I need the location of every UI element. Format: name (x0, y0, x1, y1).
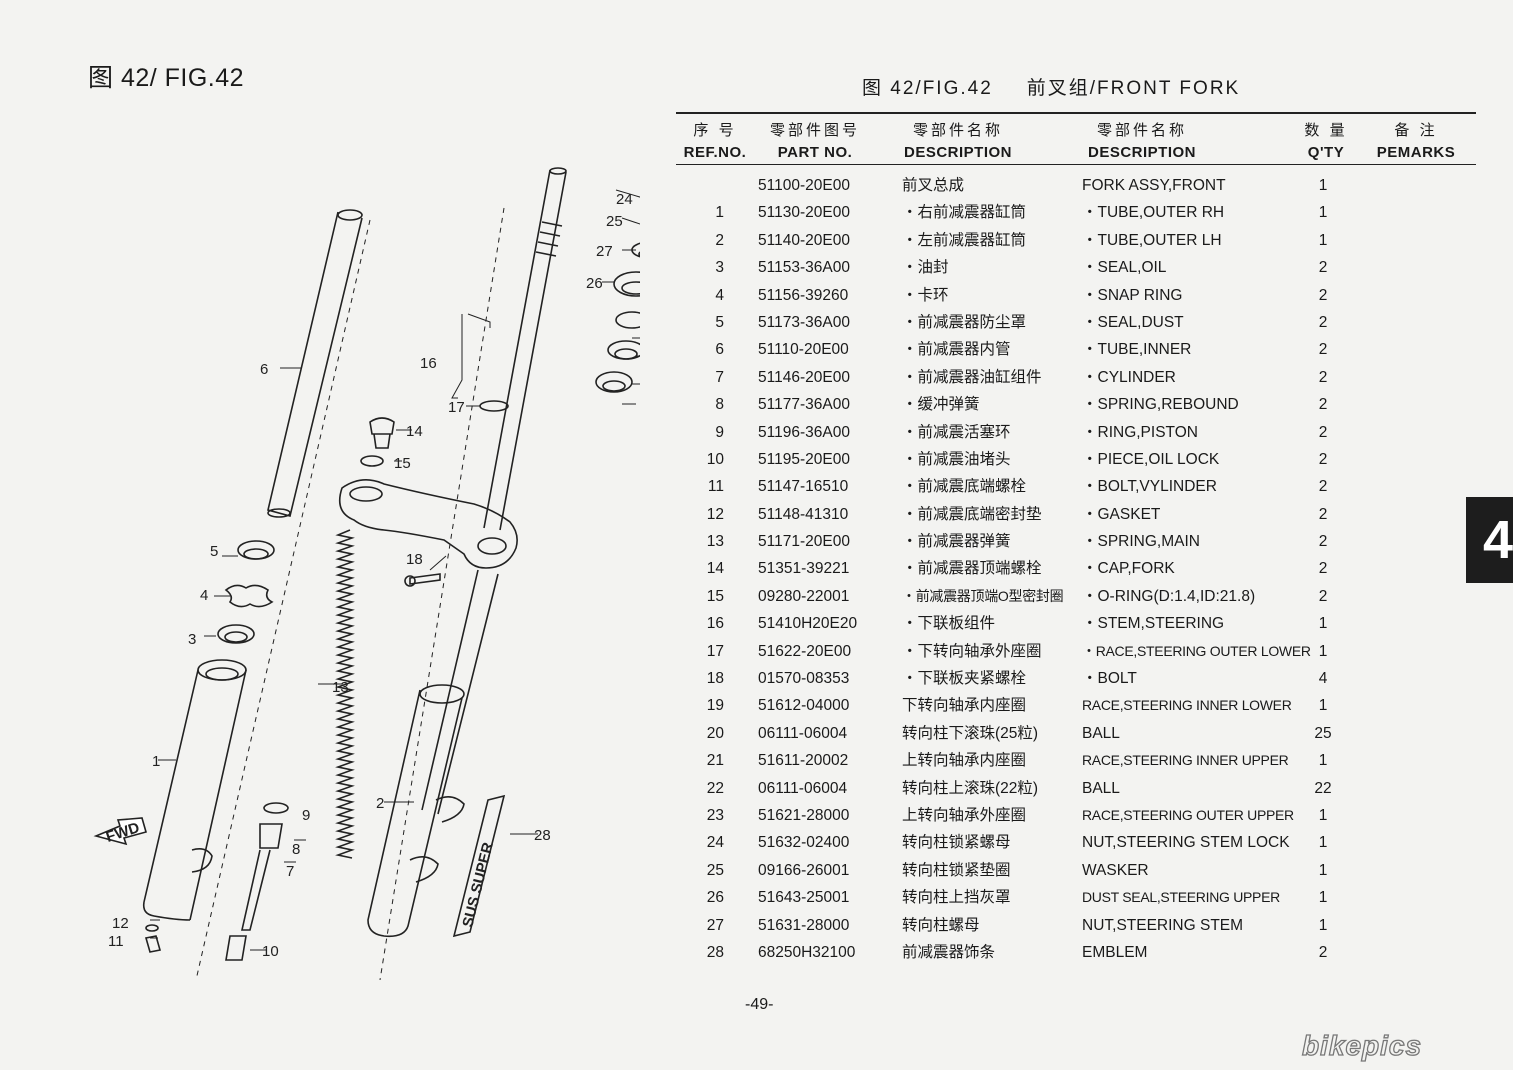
part-23-outer-race-upper (615, 311, 640, 329)
callout-27: 27 (596, 243, 613, 260)
part-10-oil-lock (225, 935, 247, 961)
part-13-main-spring (335, 529, 355, 859)
callout-7: 7 (286, 863, 294, 880)
section-tab: 4 (1466, 497, 1513, 583)
header-desc-zh: 零部件名称 DESCRIPTION (903, 122, 1012, 161)
callout-18: 18 (406, 551, 423, 568)
callout-17: 17 (448, 399, 465, 416)
part-14-fork-cap (369, 417, 395, 449)
part-4-snap-ring (224, 584, 274, 608)
part-5-dust-seal (237, 540, 275, 560)
part-8-rebound-spring (259, 823, 283, 849)
bikepics-logo-icon: bikepics (1301, 1029, 1422, 1061)
figure-label: 图 42/ FIG.42 (88, 64, 245, 92)
part-26-dust-seal-upper (613, 271, 640, 297)
callout-25: 25 (606, 213, 623, 230)
part-3-oil-seal (217, 624, 255, 644)
callout-1: 1 (152, 753, 160, 770)
header-part: 零部件图号 PART NO. (769, 122, 860, 161)
callout-2: 2 (376, 795, 384, 812)
callout-8: 8 (292, 841, 300, 858)
emblem-text: SUS SUPER (459, 841, 497, 929)
part-28-emblem (452, 794, 506, 938)
front-fork-exploded-view: FWD SUS SUPER 1 2 3 4 5 6 7 8 9 10 11 12… (93, 167, 640, 980)
part-9-piston-ring (263, 802, 289, 814)
callout-16: 16 (420, 355, 437, 372)
part-6-inner-tube (267, 209, 363, 518)
callout-15: 15 (394, 455, 411, 472)
part-15-o-ring (360, 455, 384, 467)
part-19-inner-race-lower (595, 371, 633, 393)
part-2-outer-tube-lh (367, 569, 499, 938)
header-ref: 序 号 REF.NO. (683, 122, 747, 161)
watermark-logo: bikepics (1298, 1029, 1488, 1067)
callout-3: 3 (188, 631, 196, 648)
title-figure: 图 42/FIG.42 (862, 78, 993, 99)
callout-6: 6 (260, 361, 268, 378)
callout-14: 14 (406, 423, 423, 440)
fwd-arrow-icon (93, 817, 147, 846)
part-18-bolt (409, 573, 441, 585)
callout-10: 10 (262, 943, 279, 960)
callout-24: 24 (616, 191, 633, 208)
parts-list-title: 图 42/FIG.42 前叉组/FRONT FORK (862, 73, 1274, 100)
header-qty: 数 量 Q'TY (1304, 122, 1348, 161)
callout-13: 13 (332, 679, 349, 696)
header-top-rule (676, 112, 1476, 114)
header-desc-en: 零部件名称 DESCRIPTION (1087, 122, 1196, 161)
callout-28: 28 (534, 827, 551, 844)
title-name: 前叉组/FRONT FORK (1026, 78, 1241, 99)
callout-5: 5 (210, 543, 218, 560)
callout-11: 11 (108, 933, 124, 950)
header-remarks: 备 注 PEMARKS (1376, 122, 1456, 161)
page-number: -49- (745, 996, 774, 1013)
callout-4: 4 (200, 587, 208, 604)
callout-12: 12 (112, 915, 129, 932)
svg-text:bikepics: bikepics (1302, 1030, 1422, 1061)
header-bottom-rule (676, 164, 1476, 165)
part-1-outer-tube-rh (142, 659, 247, 921)
exploded-diagram: FWD SUS SUPER 1 2 3 4 5 6 7 8 9 10 11 12… (80, 150, 640, 980)
part-16-steering-stem (338, 167, 567, 569)
callout-9: 9 (302, 807, 310, 824)
part-7-cylinder (241, 849, 271, 931)
callout-26: 26 (586, 275, 603, 292)
